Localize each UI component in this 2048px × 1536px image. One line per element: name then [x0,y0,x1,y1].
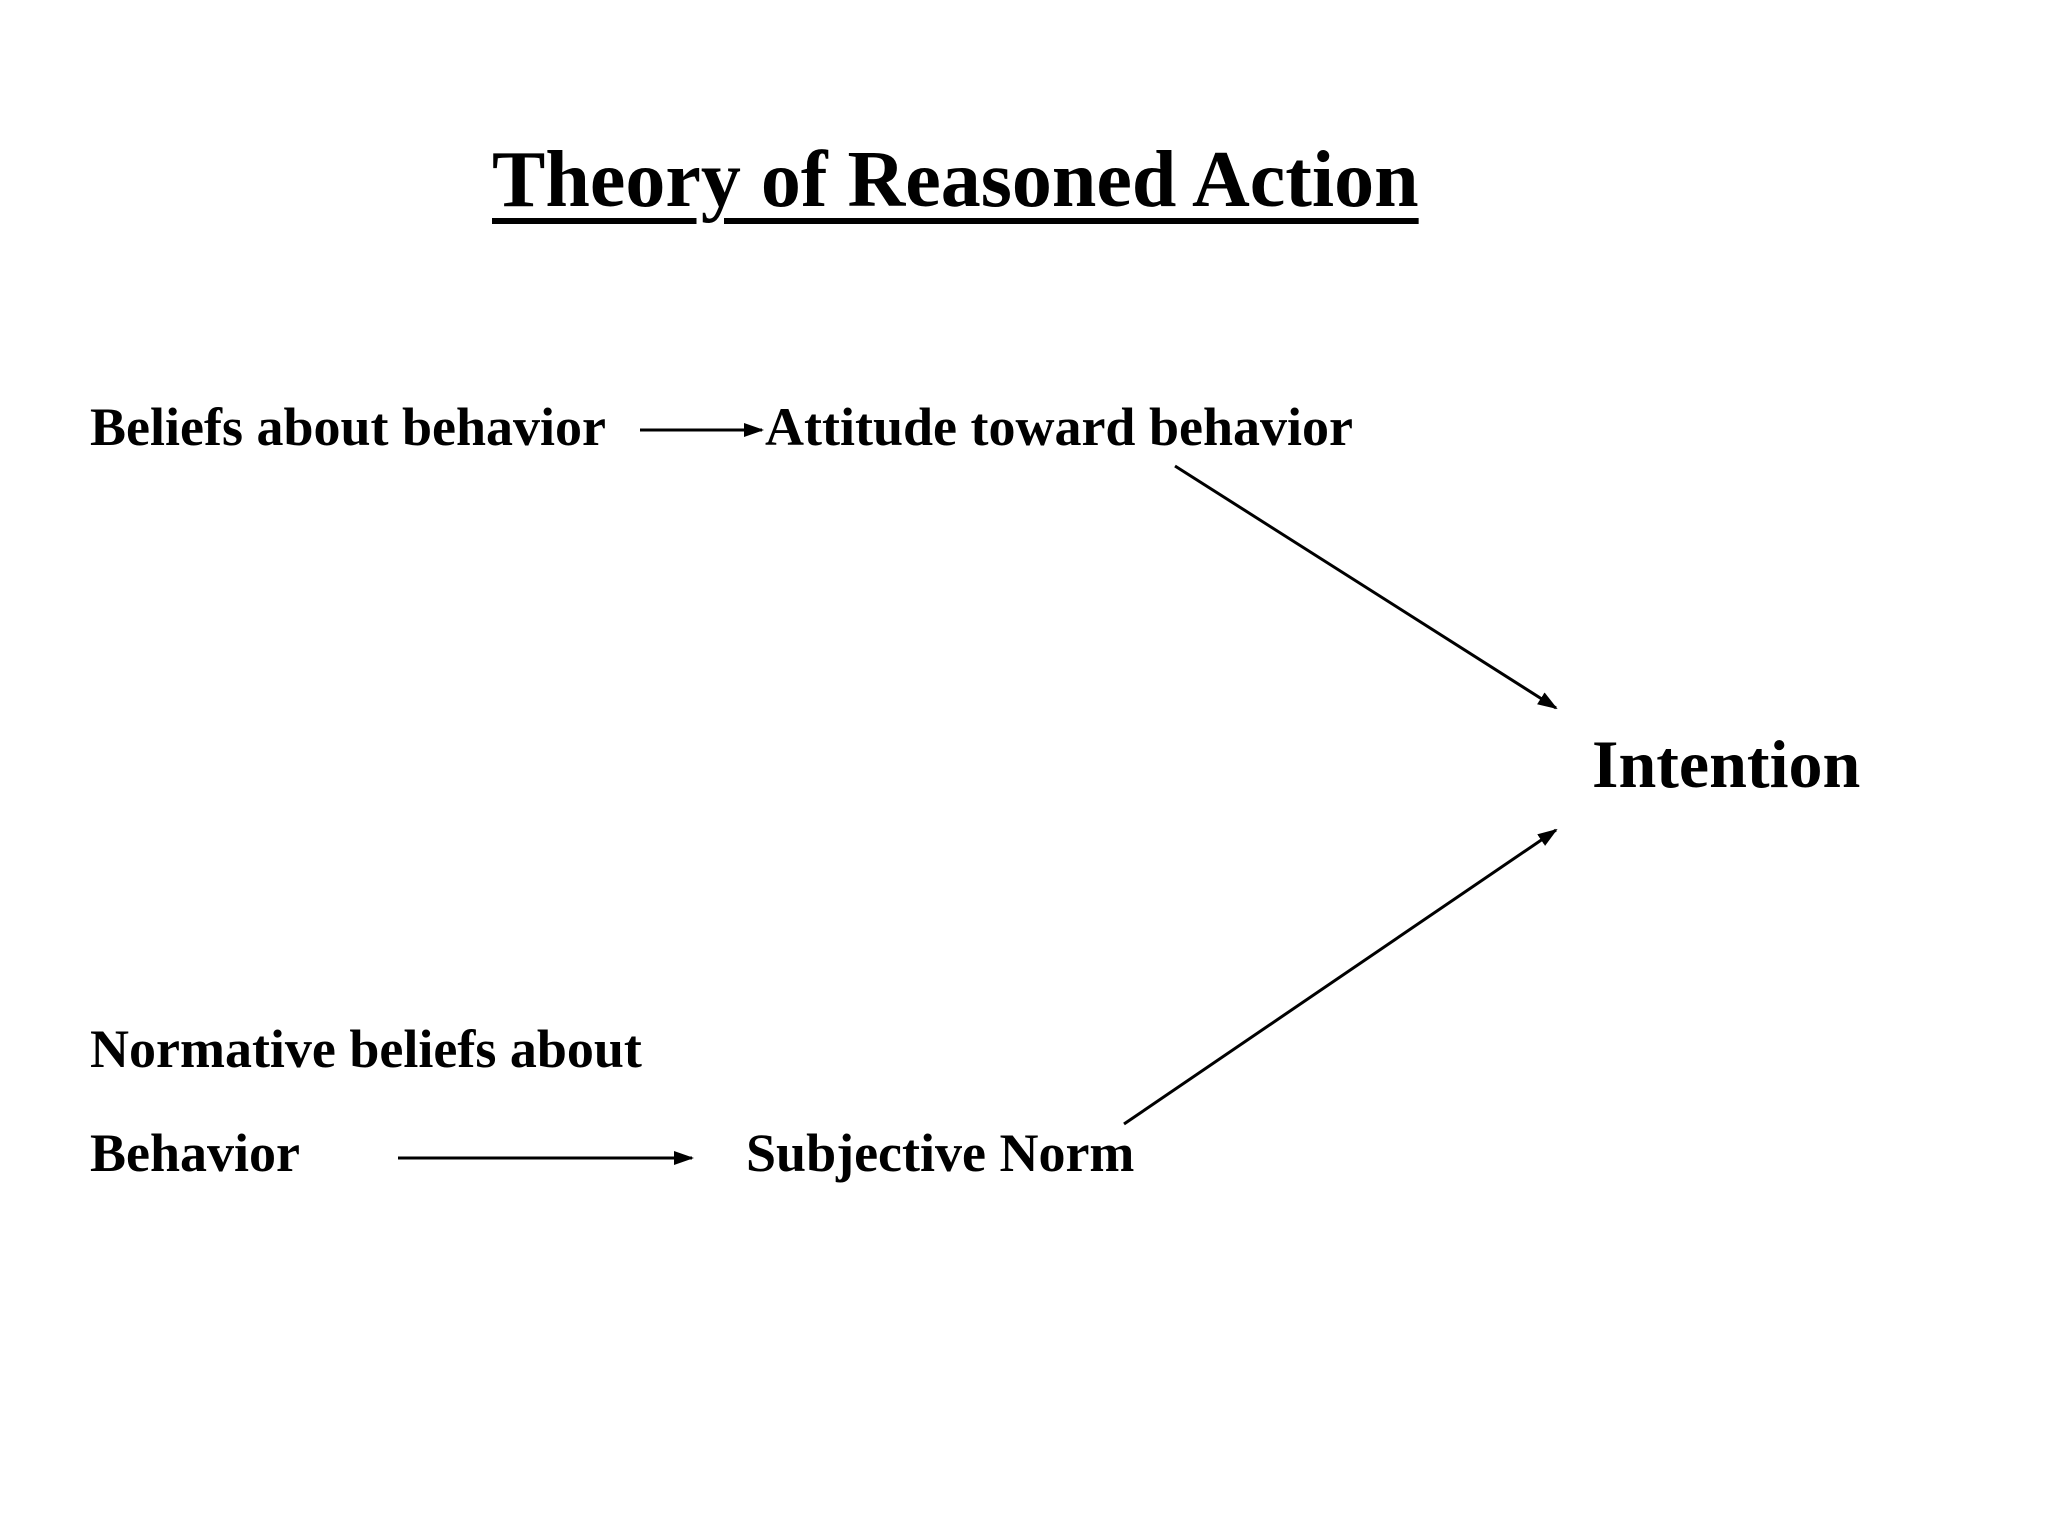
node-normative-beliefs-line1: Normative beliefs about [90,1019,642,1079]
node-subjective-norm: Subjective Norm [746,1123,1135,1183]
node-intention: Intention [1592,726,1861,802]
node-normative-beliefs-line2: Behavior [90,1123,300,1183]
node-beliefs-about-behavior: Beliefs about behavior [90,397,607,457]
arrow-subjective-norm-to-intention [1123,828,1558,1126]
diagram-title: Theory of Reasoned Action [492,136,1419,224]
arrow-attitude-to-intention [1174,464,1558,710]
node-attitude-toward-behavior: Attitude toward behavior [765,397,1353,457]
